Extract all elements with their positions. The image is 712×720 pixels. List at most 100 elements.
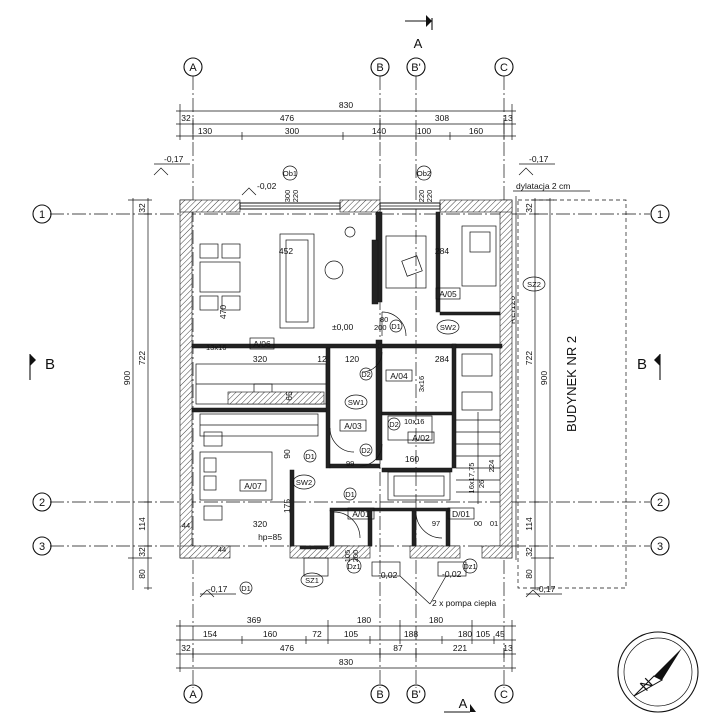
axis-bubble-col-c-bottom: C (494, 684, 514, 704)
svg-text:369: 369 (247, 615, 261, 625)
level-marker-bottom-left: -0,17 (199, 584, 236, 598)
axis-bubble-row-1-right: 1 (650, 204, 670, 224)
room-label-a02: A/02 (407, 431, 435, 444)
vent-tag-sw2b: SW2 (292, 474, 316, 490)
svg-text:87: 87 (393, 643, 403, 653)
svg-text:A/04: A/04 (390, 371, 408, 381)
svg-text:13x16: 13x16 (206, 343, 226, 352)
svg-text:A/07: A/07 (244, 481, 262, 491)
svg-text:32: 32 (524, 547, 534, 557)
svg-text:105: 105 (476, 629, 490, 639)
svg-text:220: 220 (425, 190, 434, 203)
svg-text:900: 900 (539, 371, 549, 385)
svg-text:D1: D1 (305, 452, 315, 461)
room-label-a01: A/01 (347, 507, 375, 520)
room-label-d01: D/01 (447, 507, 475, 520)
svg-text:01: 01 (490, 519, 498, 528)
svg-text:44: 44 (218, 545, 226, 554)
svg-text:A/02: A/02 (412, 433, 430, 443)
svg-text:3: 3 (657, 541, 663, 553)
svg-text:200: 200 (351, 550, 360, 563)
svg-text:160: 160 (469, 126, 483, 136)
svg-text:SZ2: SZ2 (527, 280, 541, 289)
svg-text:284: 284 (435, 246, 449, 256)
svg-text:32: 32 (181, 113, 191, 123)
door-swings (329, 311, 443, 539)
svg-text:1: 1 (39, 209, 45, 221)
room-label-a07: A/07 (239, 479, 267, 492)
svg-text:722: 722 (524, 351, 534, 365)
svg-text:200: 200 (374, 323, 387, 332)
svg-text:32: 32 (524, 203, 534, 213)
svg-text:B: B (376, 62, 383, 74)
svg-text:-0,17: -0,17 (536, 584, 556, 594)
svg-text:D1: D1 (345, 490, 355, 499)
axis-bubble-row-3-left: 3 (32, 536, 52, 556)
svg-text:-0,17: -0,17 (208, 584, 228, 594)
svg-text:97: 97 (432, 519, 440, 528)
svg-text:160: 160 (405, 454, 419, 464)
svg-text:120: 120 (345, 354, 359, 364)
svg-text:114: 114 (137, 517, 147, 531)
svg-text:224: 224 (487, 460, 496, 473)
window-tag-ob2: Ob2 (416, 165, 432, 181)
svg-text:1: 1 (657, 209, 663, 221)
svg-text:130: 130 (198, 126, 212, 136)
svg-text:00: 00 (474, 519, 482, 528)
svg-text:BUDYNEK NR 2: BUDYNEK NR 2 (564, 336, 579, 432)
svg-text:SW2: SW2 (440, 323, 456, 332)
svg-text:300: 300 (285, 126, 299, 136)
svg-text:13: 13 (503, 113, 513, 123)
svg-text:A: A (189, 689, 197, 701)
axis-bubble-col-b-top: B (370, 57, 390, 77)
expansion-note: dylatacja 2 cm (516, 181, 570, 191)
svg-text:90: 90 (282, 449, 292, 459)
interior-walls (191, 211, 503, 550)
svg-text:13: 13 (503, 643, 513, 653)
svg-text:105: 105 (343, 550, 352, 563)
door-tag: D1 (239, 581, 253, 595)
vent-tag-sw2: SW2 (436, 319, 460, 335)
svg-text:SW2: SW2 (296, 478, 312, 487)
svg-text:3x16: 3x16 (417, 376, 426, 392)
svg-text:12: 12 (317, 354, 327, 364)
svg-text:476: 476 (280, 113, 294, 123)
svg-text:3: 3 (39, 541, 45, 553)
svg-text:D1: D1 (241, 584, 251, 593)
svg-text:D1: D1 (391, 322, 401, 331)
svg-text:32: 32 (181, 643, 191, 653)
svg-text:72: 72 (312, 629, 322, 639)
axis-bubble-col-b-bottom: B (370, 684, 390, 704)
svg-text:114: 114 (524, 517, 534, 531)
svg-text:hp=85: hp=85 (258, 532, 282, 542)
level-marker-bottom-right: -0,17 (525, 584, 562, 598)
door-tag: D2 (359, 367, 373, 381)
svg-text:Dz1: Dz1 (463, 562, 476, 571)
room-label-a04: A/04 (385, 369, 413, 382)
svg-text:175: 175 (282, 499, 292, 513)
door-tag: Dz1 (346, 558, 362, 574)
svg-text:220: 220 (291, 190, 300, 203)
svg-text:-0,17: -0,17 (164, 154, 184, 164)
svg-text:470: 470 (218, 305, 228, 319)
svg-text:A/05: A/05 (439, 289, 457, 299)
svg-text:830: 830 (339, 657, 353, 667)
axis-bubble-col-b2-top: B' (406, 57, 426, 77)
grid-axes (50, 76, 650, 688)
axis-bubble-col-a-top: A (183, 57, 203, 77)
svg-text:65: 65 (284, 391, 294, 401)
room-labels: A/06 A/05 A/07 A/04 A/03 A/02 A/01 D/01 (239, 287, 475, 520)
svg-text:B: B (637, 356, 647, 373)
ventilation-tags: SW1 SW2 SW2 SZ1 SZ2 (292, 276, 546, 588)
north-arrow-n: N (637, 675, 657, 695)
svg-text:A: A (189, 62, 197, 74)
svg-text:284: 284 (435, 354, 449, 364)
svg-text:2: 2 (657, 497, 663, 509)
svg-text:Ob1: Ob1 (283, 169, 297, 178)
north-arrow: N (617, 631, 699, 713)
dimension-right: 722 900 32 114 32 80 (524, 198, 554, 590)
svg-text:220: 220 (417, 190, 426, 203)
interior-dimensions: 452 470 320 12 120 284 284 320 160 65 80… (182, 246, 498, 562)
svg-text:Dz1: Dz1 (347, 562, 360, 571)
